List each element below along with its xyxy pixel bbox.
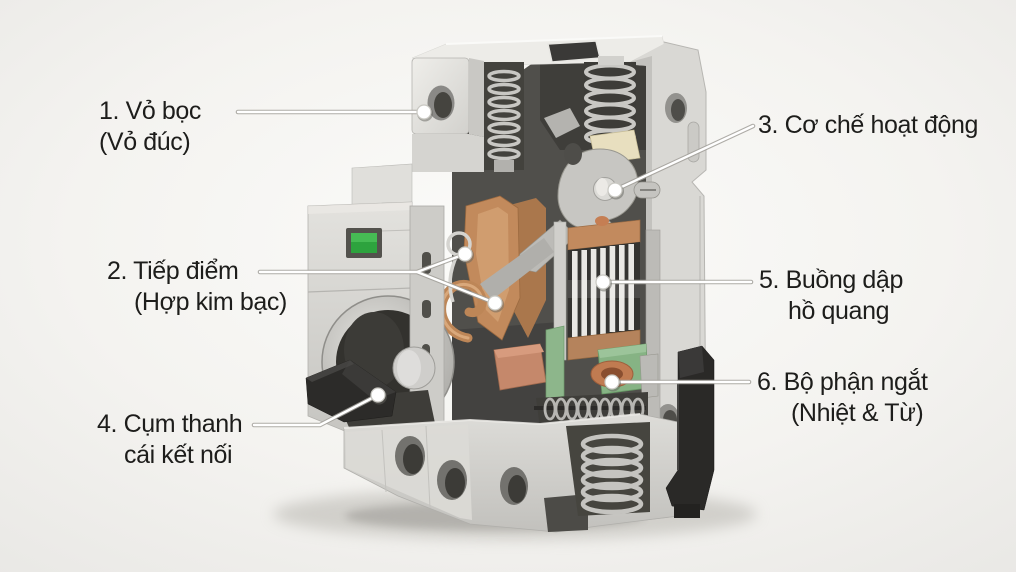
label-line: hồ quang xyxy=(788,297,890,325)
callout-dot-3 xyxy=(607,182,624,200)
label-line: (Vỏ đúc) xyxy=(99,128,191,156)
label-line: 5. Buồng dập xyxy=(759,266,903,294)
leader-lines xyxy=(235,109,756,428)
label-line: (Nhiệt & Từ) xyxy=(791,399,924,427)
callout-dot-1 xyxy=(416,104,433,122)
copper-contact-assembly xyxy=(437,195,547,391)
callout-dot-5 xyxy=(595,274,612,292)
label-line: (Hợp kim bạc) xyxy=(134,288,287,316)
callout-label-5-buong-dap-ho-quang: 5. Buồng dập hồ quang xyxy=(759,265,903,327)
label-line: 1. Vỏ bọc xyxy=(99,97,202,125)
left-spring xyxy=(487,69,521,172)
callout-label-2-tiep-diem: 2. Tiếp điểm (Hợp kim bạc) xyxy=(107,256,287,318)
label-line: 2. Tiếp điểm xyxy=(107,257,239,285)
label-line: 3. Cơ chế hoạt động xyxy=(758,111,979,139)
callout-label-4-cum-thanh-cai: 4. Cụm thanh cái kết nối xyxy=(97,409,243,471)
label-line: cái kết nối xyxy=(124,441,233,469)
callout-dots xyxy=(370,104,624,405)
callout-dot-4 xyxy=(370,387,387,405)
label-line: 6. Bộ phận ngắt xyxy=(757,368,928,396)
callout-dot-2a xyxy=(457,246,474,264)
callout-dot-6 xyxy=(604,374,621,392)
callout-dot-2b xyxy=(487,295,504,313)
callout-label-1-vo-boc: 1. Vỏ bọc (Vỏ đúc) xyxy=(99,96,201,158)
din-clamp xyxy=(665,345,715,518)
label-line: 4. Cụm thanh xyxy=(97,410,243,438)
vertical-spring xyxy=(566,422,650,516)
callout-label-6-bo-phan-ngat: 6. Bộ phận ngắt (Nhiệt & Từ) xyxy=(757,367,928,429)
operating-mechanism xyxy=(480,108,661,300)
callout-label-3-co-che-hoat-dong: 3. Cơ chế hoạt động xyxy=(758,110,978,141)
